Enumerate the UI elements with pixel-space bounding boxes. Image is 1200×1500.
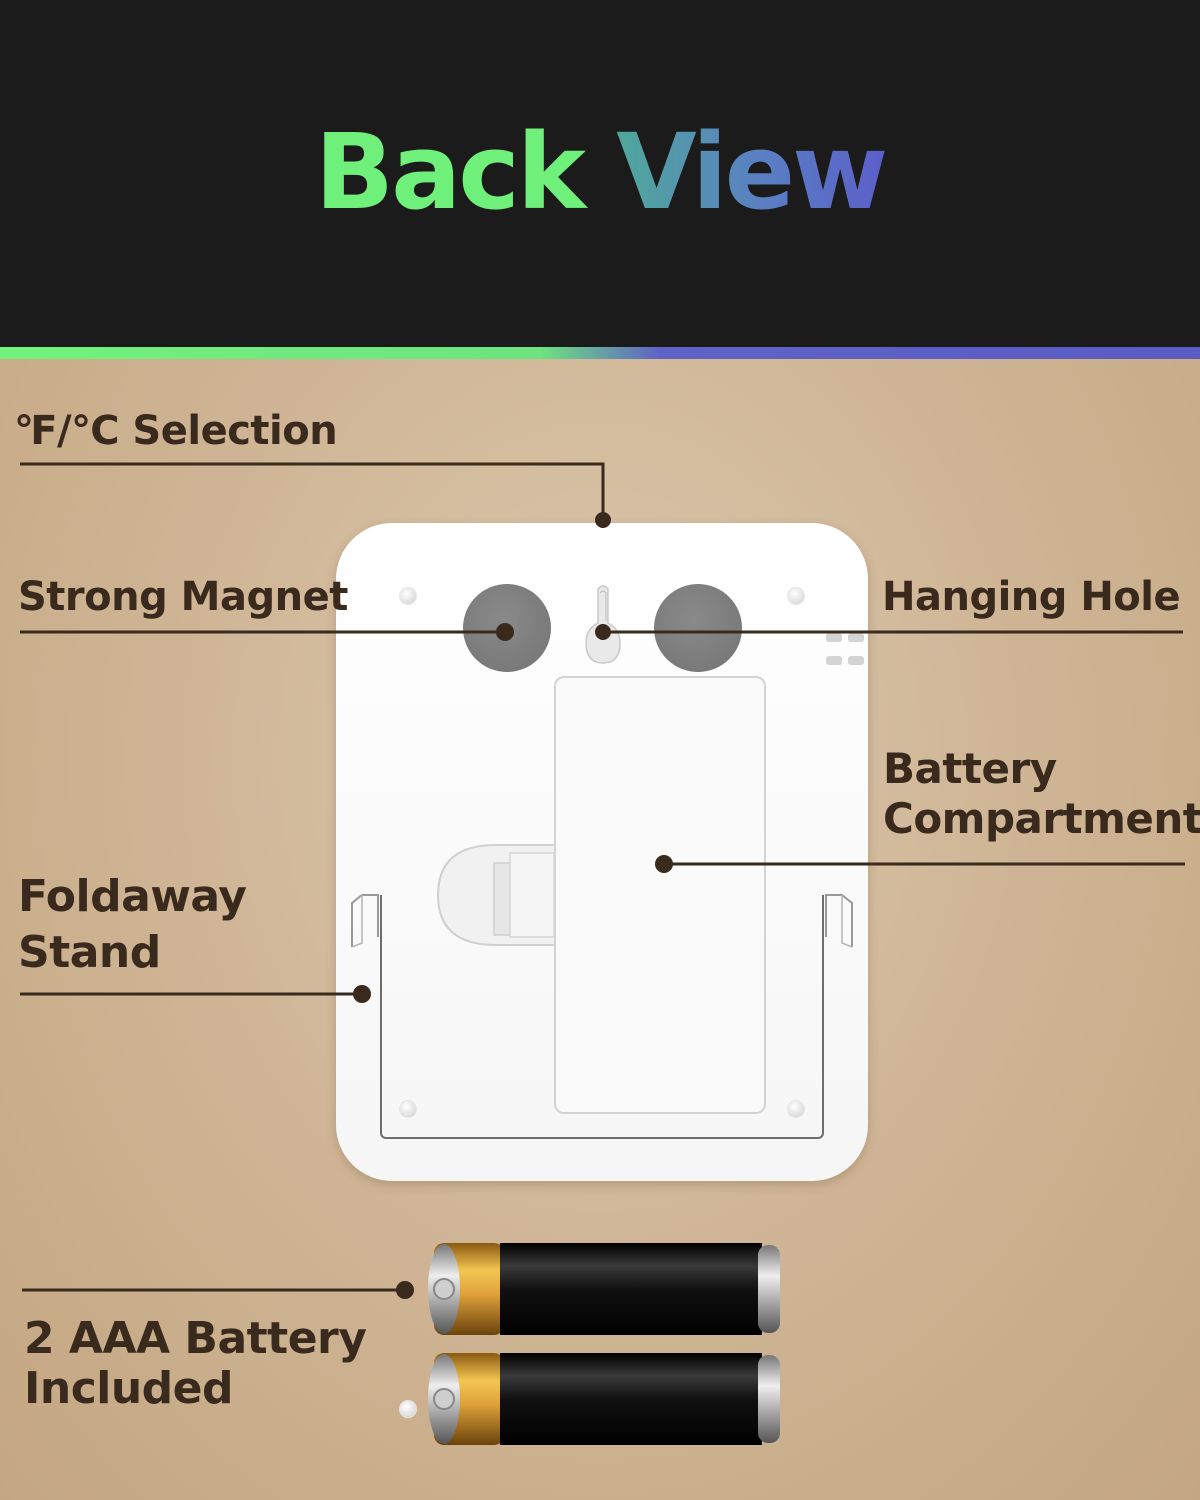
stand-notch [436,844,555,946]
stand-hinge-left [351,894,379,948]
callout-battery-compartment-1: Battery [883,744,1057,793]
title-word-back: Back [314,111,586,233]
gradient-divider [0,347,1200,359]
aaa-battery-icon [428,1243,780,1335]
screw-icon [400,1401,416,1417]
page-title: Back View [0,112,1200,232]
callout-temp-unit: ℉/℃ Selection [14,408,338,454]
vent-slot [848,656,864,665]
battery-door[interactable] [554,676,766,1114]
vent-slot [848,633,864,642]
screw-icon [788,588,804,604]
foldaway-stand[interactable] [380,895,824,1139]
vent-slot [826,633,842,642]
callout-magnet: Strong Magnet [18,574,348,620]
callout-stand-2: Stand [18,927,161,978]
magnet-icon [463,584,551,672]
stand-hinge-right [825,894,853,948]
callout-batteries-2: Included [24,1363,234,1414]
callout-stand-1: Foldaway [18,871,247,922]
callout-battery-compartment-2: Compartment [883,794,1200,843]
callout-batteries-1: 2 AAA Battery [24,1313,367,1364]
aaa-battery-icon [428,1353,780,1445]
screw-icon [400,588,416,604]
header-banner: Back View [0,0,1200,348]
screw-icon [788,1101,804,1117]
screw-icon [400,1101,416,1117]
callout-hanging-hole: Hanging Hole [882,574,1181,620]
title-word-view: View [616,111,888,233]
vent-slot [826,656,842,665]
thermometer-back-housing [336,523,868,1417]
hanging-hole-icon [585,585,621,664]
magnet-icon [654,584,742,672]
